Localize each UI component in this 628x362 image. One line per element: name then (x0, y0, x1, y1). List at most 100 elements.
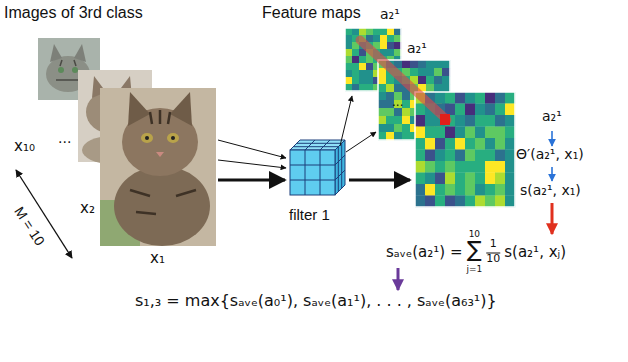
flow-arrow (551, 203, 554, 234)
heat-cell (426, 68, 434, 76)
formula: 1 (490, 238, 497, 251)
heat-cell (505, 92, 515, 104)
heat-cell (394, 84, 402, 92)
heat-cell (425, 138, 435, 150)
heat-cell (475, 161, 485, 173)
heat-cell (455, 138, 465, 150)
heat-cell (445, 196, 455, 208)
unit-label: a₂¹ (542, 108, 562, 124)
heat-cell (345, 63, 352, 70)
heat-cell (442, 84, 450, 92)
heat-cell (465, 150, 475, 162)
heat-cell (352, 70, 359, 77)
formula: s(a₂¹, xⱼ) (504, 244, 566, 261)
heat-cell (465, 161, 475, 173)
heat-cell (485, 184, 495, 196)
heat-cell (435, 184, 445, 196)
formula: 10 (486, 253, 500, 266)
heat-cell (366, 77, 373, 84)
heat-cell (387, 84, 394, 91)
heat-cell (415, 150, 425, 162)
ellipsis: ... (58, 130, 71, 146)
heat-cell (378, 92, 386, 100)
heat-cell (495, 196, 505, 208)
heat-cell (495, 138, 505, 150)
activation-track (360, 40, 447, 120)
heat-cell (475, 115, 485, 127)
ellipsis: ... (392, 96, 403, 110)
heat-cell (394, 35, 401, 42)
heat-cell (505, 127, 515, 139)
heat-cell (495, 150, 505, 162)
heat-cell (386, 76, 394, 84)
heat-cell (378, 76, 386, 84)
heat-cell (475, 173, 485, 185)
heat-cell (345, 49, 352, 56)
heat-cell (495, 184, 505, 196)
title-label: Feature maps (262, 4, 361, 22)
heat-cell (394, 28, 401, 35)
heat-cell (378, 132, 386, 140)
heat-cell (465, 92, 475, 104)
heat-cell (359, 28, 366, 35)
heat-cell (485, 150, 495, 162)
heat-cell (505, 150, 515, 162)
filter-cube (290, 140, 345, 195)
heat-cell (426, 76, 434, 84)
heat-cell (394, 108, 402, 116)
heat-cell (418, 68, 426, 76)
input-arrow (218, 179, 285, 182)
heat-cell (475, 184, 485, 196)
heat-cell (345, 28, 352, 35)
heat-cell (373, 35, 380, 42)
heat-cell (415, 161, 425, 173)
heat-cell (425, 115, 435, 127)
heat-cell (378, 68, 386, 76)
image-label: x₂ (80, 200, 95, 217)
heat-cell (495, 115, 505, 127)
heat-cell (387, 35, 394, 42)
heat-cell (394, 132, 402, 140)
heat-cell (442, 68, 450, 76)
unit-label: a₂¹ (407, 40, 427, 56)
heat-cell (505, 104, 515, 116)
heat-cell (386, 116, 394, 124)
heat-cell (475, 92, 485, 104)
heat-cell (485, 104, 495, 116)
heat-cell (485, 138, 495, 150)
heat-cell (366, 84, 373, 91)
heat-cell (445, 161, 455, 173)
cat-image (100, 88, 216, 246)
heat-cell (455, 161, 465, 173)
heat-cell (445, 138, 455, 150)
heat-cell (425, 127, 435, 139)
heat-cell (445, 173, 455, 185)
heat-cell (352, 77, 359, 84)
heat-cell (380, 42, 387, 49)
feature-maps (345, 28, 515, 207)
formula: s₁,₃ = max{sₐᵥₑ(a₀¹), sₐᵥₑ(a₁¹), . . . ,… (135, 292, 497, 310)
formula: 10 (469, 229, 480, 239)
heat-cell (485, 92, 495, 104)
heat-cell (352, 56, 359, 63)
heat-cell (434, 68, 442, 76)
heat-cell (352, 63, 359, 70)
flow-arrow (551, 167, 553, 181)
heat-cell (465, 138, 475, 150)
heat-cell (495, 92, 505, 104)
heat-cell (352, 28, 359, 35)
heat-cell (415, 127, 425, 139)
heat-cell (426, 60, 434, 68)
heat-cell (445, 92, 455, 104)
heat-cell (465, 127, 475, 139)
heat-cell (505, 173, 515, 185)
heat-cell (378, 84, 386, 92)
heat-cell (495, 127, 505, 139)
heat-cell (345, 42, 352, 49)
heat-cell (394, 124, 402, 132)
heat-cell (425, 161, 435, 173)
heat-cell (485, 127, 495, 139)
heat-cell (352, 49, 359, 56)
heat-cell (485, 161, 495, 173)
heat-cell (387, 42, 394, 49)
